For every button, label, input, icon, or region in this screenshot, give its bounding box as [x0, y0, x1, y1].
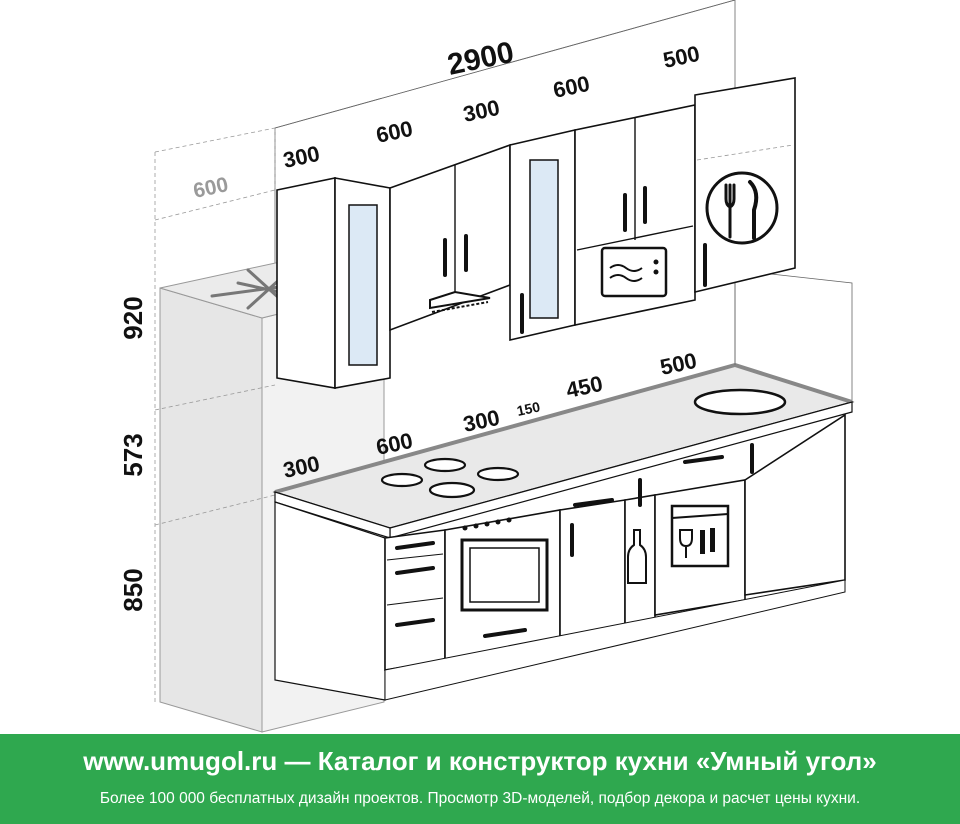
upper-width-label: 500: [661, 41, 702, 73]
dimension-guides: [154, 0, 736, 705]
upper-cabinets: [276, 77, 796, 389]
height-label-base: 850: [118, 568, 148, 611]
upper-width-label: 600: [551, 71, 592, 103]
upper-width-label: 300: [461, 95, 502, 127]
height-label-middle: 573: [118, 433, 148, 476]
oven-icon: [460, 517, 549, 612]
lower-width-label: 150: [515, 398, 541, 419]
fork-knife-icon: [705, 171, 779, 245]
bottle-icon: [627, 529, 647, 584]
upper-width-label: 300: [281, 141, 322, 173]
cooktop-icon: [380, 457, 520, 499]
banner-subtitle: Более 100 000 бесплатных дизайн проектов…: [99, 790, 861, 807]
microwave-icon: [600, 246, 668, 298]
dishwasher-icon: [670, 504, 730, 568]
sink-icon: [693, 388, 787, 416]
countertop: [272, 363, 855, 539]
fridge-depth-label: 600: [191, 173, 230, 203]
base-cabinets: [274, 413, 846, 701]
total-width-label: 2900: [445, 36, 517, 82]
range-hood-icon: [429, 290, 491, 313]
upper-width-label: 600: [374, 116, 415, 148]
footer-banner: www.umugol.ru — Каталог и конструктор ку…: [0, 734, 960, 824]
lower-width-label: 450: [564, 371, 605, 403]
banner-title[interactable]: www.umugol.ru — Каталог и конструктор ку…: [83, 746, 877, 776]
kitchen-diagram: 2900 300 600 300 600 500 300 600 300 150…: [118, 0, 855, 733]
height-label-upper: 920: [118, 296, 148, 339]
